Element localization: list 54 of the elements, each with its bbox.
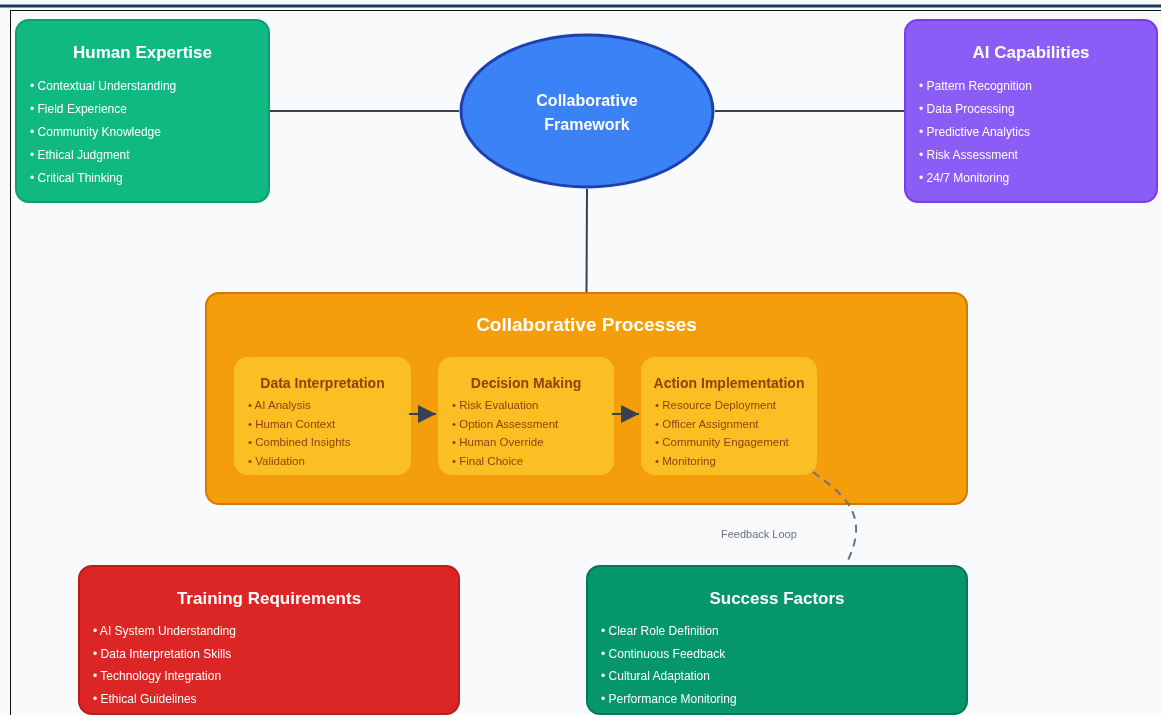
edge-label: Feedback Loop xyxy=(719,528,799,540)
card-heading: Success Factors xyxy=(708,589,846,609)
bullet-item: • Clear Role Definition xyxy=(601,624,719,638)
bullet-item: • Predictive Analytics xyxy=(919,125,1030,139)
process-step-card xyxy=(641,357,817,475)
process-step-card xyxy=(438,357,614,475)
card-heading: Human Expertise xyxy=(72,43,213,63)
connector-line xyxy=(585,188,588,293)
bullet-item: • Pattern Recognition xyxy=(919,79,1032,93)
card-heading: Decision Making xyxy=(469,375,583,391)
process-step-card xyxy=(234,357,411,475)
card-heading: Collaborative Processes xyxy=(475,314,698,336)
bullet-item: • Risk Evaluation xyxy=(452,399,539,411)
bullet-item: • Community Engagement xyxy=(655,436,789,449)
bullet-item: • Final Choice xyxy=(452,455,524,468)
bullet-item: • Technology Integration xyxy=(93,669,222,683)
capabilities-card xyxy=(904,19,1158,203)
arrow xyxy=(611,405,640,423)
bullet-item: • Human Context xyxy=(248,417,336,430)
bullet-item: • Contextual Understanding xyxy=(30,79,177,93)
card-heading: Data Interpretation xyxy=(259,375,386,391)
framework-ellipse xyxy=(459,33,715,189)
bullet-item: • Data Interpretation Skills xyxy=(93,646,232,661)
bullet-item: • Field Experience xyxy=(30,102,127,116)
bullet-item: • Monitoring xyxy=(655,455,716,468)
framework-title: Collaborative Framework xyxy=(535,91,639,135)
processes-panel xyxy=(205,292,968,505)
bullet-item: • Critical Thinking xyxy=(30,171,123,185)
bullet-item: • Continuous Feedback xyxy=(601,646,726,661)
bullet-item: • Data Processing xyxy=(919,102,1015,116)
connector-line xyxy=(714,110,905,112)
bullet-item: • Cultural Adaptation xyxy=(601,669,710,683)
training-card xyxy=(78,565,460,715)
card-heading: Action Implementation xyxy=(652,375,806,391)
success-card xyxy=(586,565,968,715)
bullet-item: • Validation xyxy=(248,455,305,468)
bullet-item: • AI Analysis xyxy=(248,399,311,411)
bullet-item: • Resource Deployment xyxy=(655,399,776,411)
bullet-item: • Ethical Judgment xyxy=(30,148,130,162)
bullet-item: • Risk Assessment xyxy=(919,148,1018,162)
card-heading: AI Capabilities xyxy=(971,43,1091,63)
bullet-item: • Human Override xyxy=(452,436,544,449)
bullet-item: • 24/7 Monitoring xyxy=(919,171,1010,185)
expertise-card xyxy=(15,19,270,203)
bullet-item: • AI System Understanding xyxy=(93,624,236,638)
arrow xyxy=(408,405,437,423)
bullet-item: • Performance Monitoring xyxy=(601,691,737,706)
card-heading: Training Requirements xyxy=(175,589,363,609)
bullet-item: • Combined Insights xyxy=(248,436,351,449)
connector-line xyxy=(269,110,460,112)
bullet-item: • Officer Assignment xyxy=(655,417,759,430)
bullet-item: • Community Knowledge xyxy=(30,125,161,139)
bullet-item: • Option Assessment xyxy=(452,417,559,430)
bullet-item: • Ethical Guidelines xyxy=(93,691,197,706)
